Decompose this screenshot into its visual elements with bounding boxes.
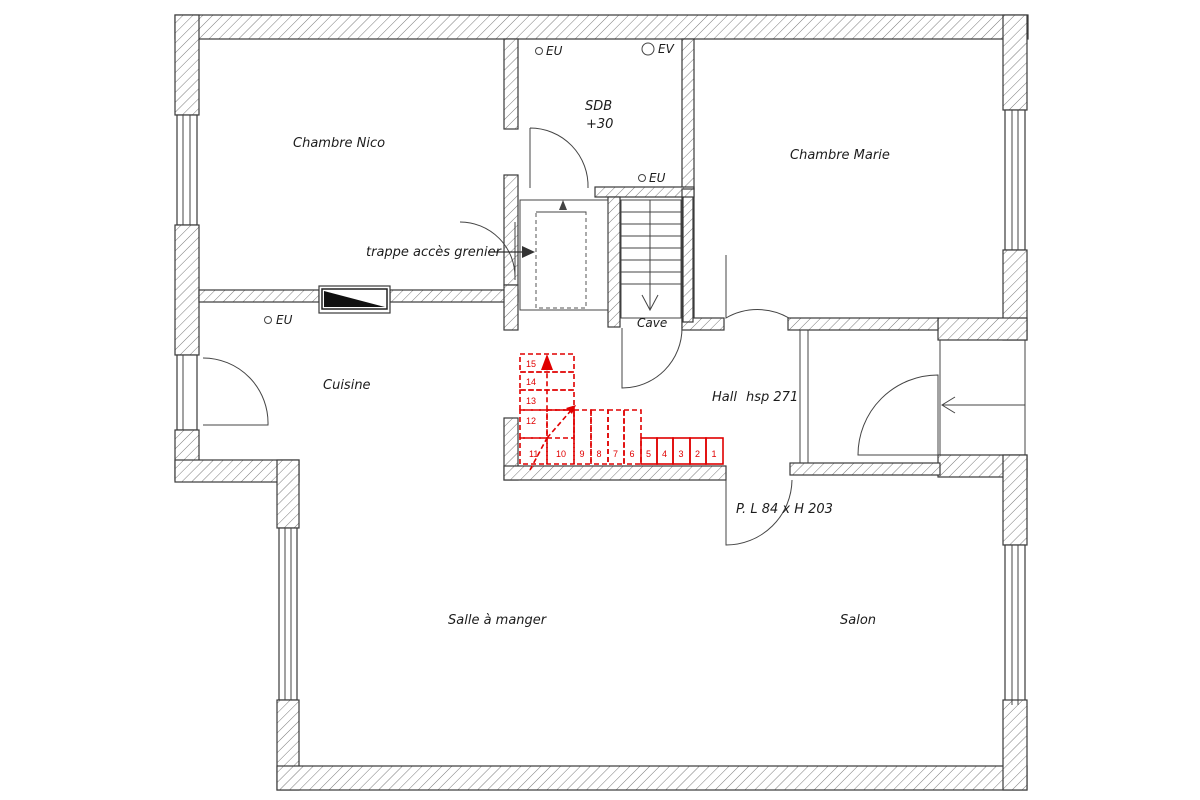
stair-step-11: [519, 437, 548, 465]
windows: [182, 110, 1019, 705]
stair-step-label-11: 11: [529, 449, 538, 459]
stair-step-label-9: 9: [580, 449, 585, 459]
attic-trap: [519, 199, 609, 311]
room-label-salon: Salon: [840, 613, 876, 628]
fixture-eu-label-cuisine: EU: [276, 313, 293, 327]
room-label-salle-a-manger: Salle à manger: [448, 613, 548, 628]
room-label-hall: Hall: [712, 390, 737, 405]
fixture-eu-label-sdb-bottom: EU: [649, 171, 666, 185]
room-label-chambre-nico: Chambre Nico: [293, 136, 385, 151]
interior-walls: [198, 38, 941, 481]
stair-step-label-13: 13: [526, 396, 536, 406]
stair-step-label-3: 3: [679, 449, 684, 459]
stair-step-label-6: 6: [630, 449, 635, 459]
stair-step-label-7: 7: [613, 449, 618, 459]
room-label-hall-height: hsp 271: [746, 390, 798, 405]
stair-diagonal-arrow: [566, 405, 576, 414]
annotation-trappe: trappe accès grenier: [366, 245, 503, 260]
trap-arrow: [488, 246, 535, 258]
room-label-cuisine: Cuisine: [323, 378, 371, 393]
stair-step-label-14: 14: [526, 377, 536, 387]
room-label-chambre-marie: Chambre Marie: [790, 148, 890, 163]
cave-stairs: [620, 199, 682, 319]
stair-step-label-10: 10: [556, 449, 566, 459]
room-label-cave: Cave: [637, 316, 667, 330]
room-label-sdb: SDB: [585, 99, 612, 114]
stair-step-label-5: 5: [646, 449, 651, 459]
stair-step-label-12: 12: [526, 416, 536, 426]
stair-step-label-4: 4: [662, 449, 667, 459]
fixtures: [264, 42, 655, 324]
fixture-ev-label: EV: [658, 42, 675, 56]
stair-step-label-15: 15: [526, 359, 536, 369]
stair-step-label-1: 1: [712, 449, 717, 459]
doors: [202, 127, 1026, 546]
room-label-sdb-level: +30: [586, 117, 613, 132]
annotation-porte: P. L 84 x H 203: [736, 502, 833, 517]
fixture-eu-label-sdb-top: EU: [546, 44, 563, 58]
exterior-walls: [174, 14, 1029, 791]
stair-step-label-2: 2: [695, 449, 700, 459]
stair-direction-arrow: [541, 354, 553, 370]
stair-walk-diagonal: [546, 406, 575, 439]
stair-step-label-8: 8: [597, 449, 602, 459]
